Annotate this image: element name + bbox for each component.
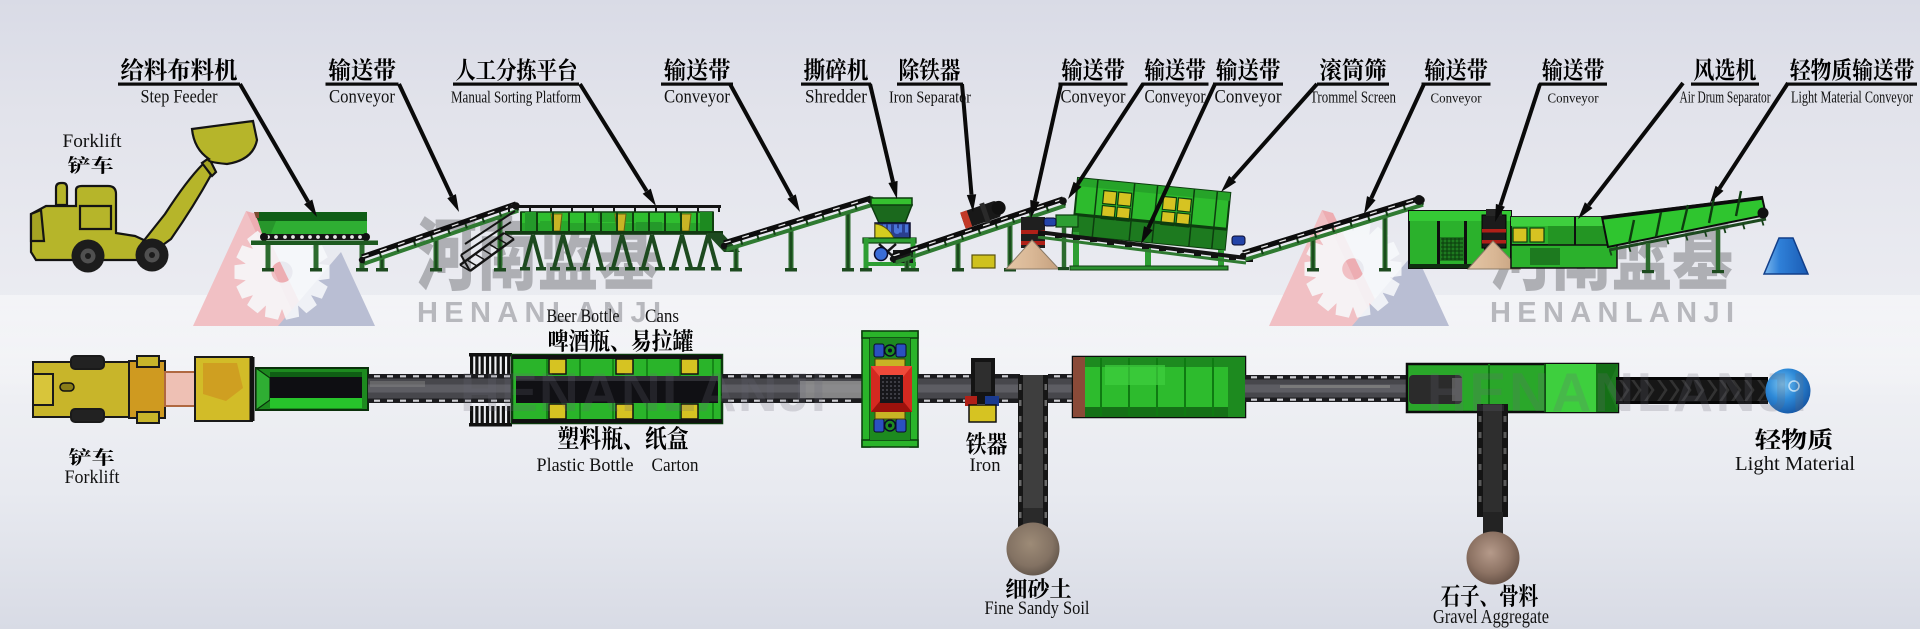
- svg-text:HENANLANJI: HENANLANJI: [460, 361, 838, 423]
- svg-text:Trommel Screen: Trommel Screen: [1310, 88, 1396, 107]
- svg-text:Beer Bottle: Beer Bottle: [547, 306, 620, 327]
- svg-text:Air Drum Separator: Air Drum Separator: [1680, 88, 1771, 107]
- svg-text:Step Feeder: Step Feeder: [141, 87, 219, 108]
- svg-text:HENANLANJI: HENANLANJI: [1490, 297, 1740, 329]
- svg-text:Carton: Carton: [652, 455, 699, 476]
- svg-text:Conveyor: Conveyor: [1061, 87, 1127, 108]
- svg-text:HENANLANJI: HENANLANJI: [417, 297, 667, 329]
- svg-text:Conveyor: Conveyor: [1548, 92, 1599, 107]
- svg-text:Light Material: Light Material: [1735, 454, 1856, 475]
- svg-text:Conveyor: Conveyor: [1145, 87, 1207, 108]
- svg-text:Forklift: Forklift: [63, 131, 123, 152]
- svg-text:Forklift: Forklift: [65, 467, 121, 488]
- svg-text:Conveyor: Conveyor: [329, 87, 396, 108]
- svg-text:Iron Separator: Iron Separator: [889, 88, 971, 107]
- svg-text:Conveyor: Conveyor: [1215, 87, 1283, 108]
- svg-text:Iron: Iron: [970, 455, 1001, 476]
- svg-text:Shredder: Shredder: [805, 87, 868, 108]
- svg-text:Manual Sorting Platform: Manual Sorting Platform: [451, 88, 581, 107]
- svg-text:Gravel Aggregate: Gravel Aggregate: [1433, 607, 1549, 628]
- svg-text:Conveyor: Conveyor: [664, 87, 731, 108]
- svg-text:Conveyor: Conveyor: [1431, 92, 1482, 107]
- svg-text:Light Material Conveyor: Light Material Conveyor: [1791, 88, 1913, 107]
- svg-text:Cans: Cans: [645, 306, 679, 327]
- svg-text:Plastic Bottle: Plastic Bottle: [537, 455, 634, 476]
- svg-text:Fine Sandy Soil: Fine Sandy Soil: [985, 598, 1090, 619]
- svg-text:HENANLANJI: HENANLANJI: [1427, 361, 1819, 423]
